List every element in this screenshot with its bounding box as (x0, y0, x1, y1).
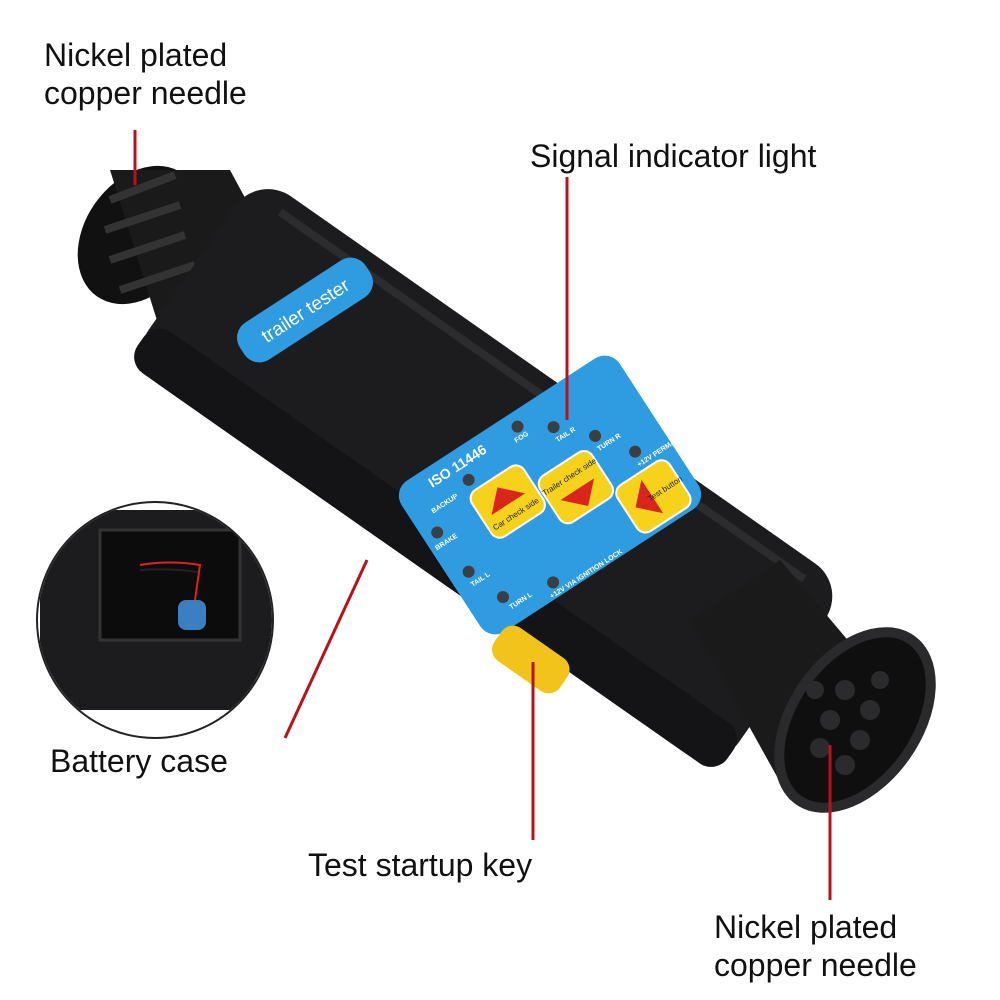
callout-bottom-right: Nickel plated copper needle (714, 908, 917, 984)
callout-top-left: Nickel plated copper needle (44, 36, 247, 112)
car-check-button[interactable]: Car check side (467, 462, 549, 542)
callout-text: Nickel plated (44, 37, 228, 73)
callout-text: copper needle (714, 947, 917, 983)
callout-lines (133, 130, 832, 900)
battery-case-inset (36, 501, 274, 739)
callout-text: Nickel plated (714, 909, 898, 945)
callout-text: copper needle (44, 75, 247, 111)
indicator-lights (431, 420, 642, 604)
callout-test-key: Test startup key (308, 847, 533, 883)
callout-battery-case: Battery case (50, 743, 228, 779)
test-button[interactable]: Test button (612, 455, 696, 536)
right-connector (690, 560, 936, 813)
callout-signal-light: Signal indicator light (530, 138, 817, 174)
test-startup-key[interactable] (487, 620, 575, 699)
